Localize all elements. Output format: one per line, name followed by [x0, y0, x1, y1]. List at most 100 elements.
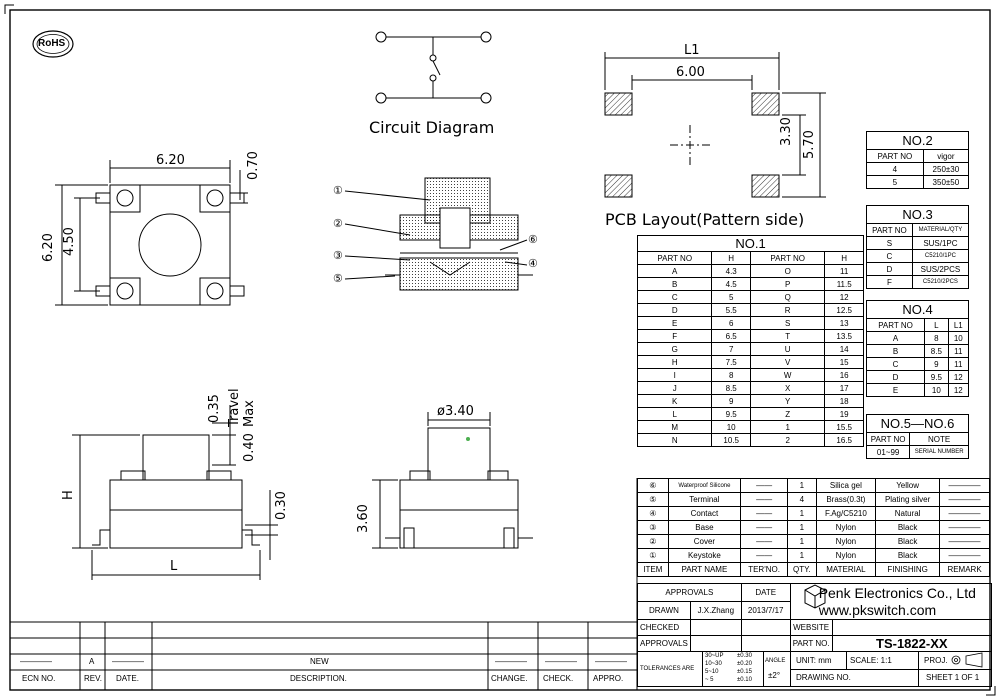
table-cell: 6: [711, 316, 751, 330]
table-cell: Plating silver: [875, 492, 941, 507]
tol-value: ±0.20: [737, 661, 752, 667]
table-cell: ④: [637, 506, 669, 521]
table-cell: 9: [924, 357, 949, 371]
table-cell: Q: [749, 290, 826, 304]
sheet-label: SHEET 1 OF 1: [926, 673, 980, 682]
table-cell: 11.5: [824, 277, 864, 291]
table-cell: 13.5: [824, 329, 864, 343]
table-cell: O: [749, 264, 826, 278]
table-header: PART NO: [866, 223, 913, 237]
pcb-layout: [604, 52, 826, 198]
table-cell: 8: [924, 331, 949, 345]
table-cell: 9: [711, 394, 751, 408]
table-cell: 250±30: [922, 162, 970, 176]
table-cell: Keystoke: [667, 548, 742, 563]
table-header: FINISHING: [875, 562, 941, 577]
table-cell: A: [636, 264, 713, 278]
table-cell: 10: [947, 331, 970, 345]
callout-2: ②: [333, 218, 343, 230]
scale-label: SCALE: 1:1: [850, 656, 892, 665]
callout-3: ③: [333, 250, 343, 262]
tol-value: ±0.10: [737, 677, 752, 683]
tol-value: ±0.30: [737, 653, 752, 659]
side-view: [72, 405, 278, 580]
date-label: DATE: [740, 583, 791, 602]
callout-1: ①: [333, 185, 343, 197]
table-cell: 17: [824, 381, 864, 395]
cross-section: [344, 177, 533, 291]
table-cell: Black: [875, 520, 941, 535]
table-cell: B: [865, 344, 926, 358]
table-cell: 1: [786, 534, 817, 549]
table-cell: 8.5: [924, 344, 949, 358]
angle-label: ANGLE: [765, 658, 786, 664]
approvals-label: APPROVALS: [637, 583, 742, 602]
table-cell: W: [749, 368, 826, 382]
table-cell: 7: [711, 342, 751, 356]
website-label: WEBSITE: [789, 619, 833, 636]
revision-header-change: CHANGE.: [491, 674, 528, 683]
table-cell: Nylon: [815, 548, 877, 563]
table-cell: S: [749, 316, 826, 330]
part-no: TS-1822-XX: [831, 635, 993, 652]
table-cell: 10.5: [711, 433, 751, 447]
table-header: PART NO: [865, 318, 926, 332]
unit-label: UNIT: mm: [796, 656, 832, 665]
table-cell: 1: [786, 520, 817, 535]
table-cell: 18: [824, 394, 864, 408]
table-cell: 6.5: [711, 329, 751, 343]
table-cell: Waterproof Silicone: [667, 478, 742, 493]
table-cell: B: [636, 277, 713, 291]
table-cell: Cover: [667, 534, 742, 549]
table-cell: 12: [947, 370, 970, 384]
table-cell: Brass(0.3t): [815, 492, 877, 507]
tol-value: ±0.15: [737, 669, 752, 675]
table-cell: F.Ag/C5210: [815, 506, 877, 521]
table-cell: 4.3: [711, 264, 751, 278]
table-cell: ————: [939, 520, 990, 535]
table-cell: D: [636, 303, 713, 317]
dim-side-h: H: [61, 490, 76, 500]
table-cell: Nylon: [815, 520, 877, 535]
table-cell: 4: [786, 492, 817, 507]
callout-4: ④: [528, 258, 538, 270]
table-cell: 7.5: [711, 355, 751, 369]
company-website: www.pkswitch.com: [818, 601, 937, 618]
table-cell: 12: [947, 383, 970, 397]
table-header: TER'NO.: [740, 562, 788, 577]
tol-range: 10~30: [705, 661, 722, 667]
table-cell: 4: [866, 162, 924, 176]
title-block: APPROVALS DATE Penk Electronics Co., Ltd…: [637, 583, 993, 687]
dim-side-035: 0.35: [207, 394, 222, 423]
table-cell: Base: [667, 520, 742, 535]
revision-ecn-value: ————: [20, 657, 52, 666]
rohs-logo-icon: [32, 30, 74, 58]
table-header: PART NO: [636, 251, 713, 265]
revision-header-rev: REV.: [84, 674, 102, 683]
tol-range: 30~UP: [705, 653, 724, 659]
table-header: PART NO: [866, 149, 924, 163]
table-cell: C: [636, 290, 713, 304]
table-cell: ————: [939, 478, 990, 493]
table-header: PART NO: [749, 251, 826, 265]
revision-header-ecn: ECN NO.: [22, 674, 56, 683]
table-cell: 1: [786, 548, 817, 563]
table-title: NO.4: [866, 300, 969, 319]
table-cell: ——: [740, 534, 788, 549]
drawn-date: 2013/7/17: [740, 601, 791, 620]
dim-side-max: Max: [242, 400, 257, 427]
table-cell: 15: [824, 355, 864, 369]
table-cell: D: [866, 262, 913, 276]
table-cell: 5: [711, 290, 751, 304]
table-cell: 10: [924, 383, 949, 397]
dim-top-height: 6.20: [41, 233, 56, 262]
dim-l1: L1: [684, 43, 700, 58]
table-cell: 01~99: [865, 445, 911, 459]
table-cell: 14: [824, 342, 864, 356]
table-cell: 19: [824, 407, 864, 421]
table-header: PART NO: [865, 432, 911, 446]
table-cell: Y: [749, 394, 826, 408]
rohs-label: RoHS: [38, 38, 66, 49]
table-cell: Z: [749, 407, 826, 421]
